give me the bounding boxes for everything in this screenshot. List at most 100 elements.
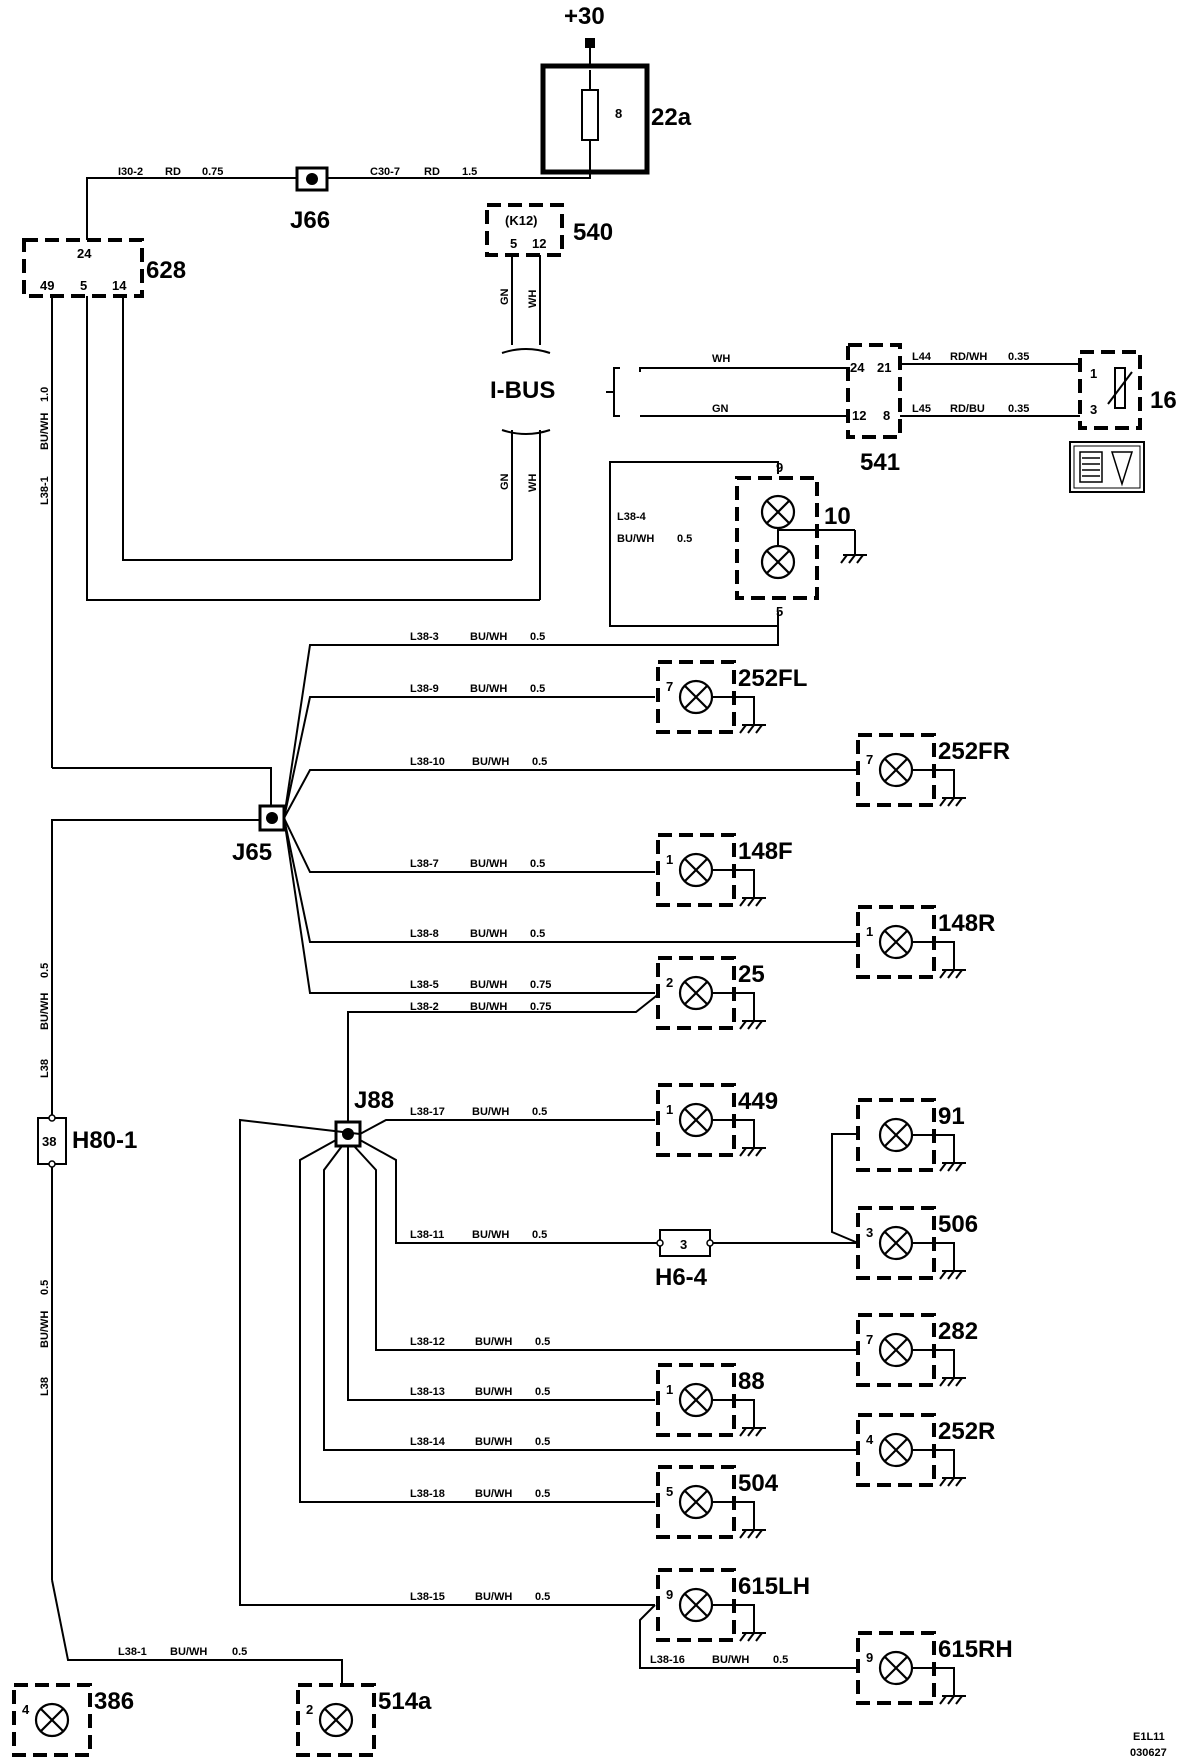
svg-text:(K12): (K12) bbox=[505, 213, 538, 228]
svg-text:L38-1: L38-1 bbox=[118, 1646, 147, 1658]
svg-text:BU/WH: BU/WH bbox=[39, 1311, 51, 1348]
svg-text:L38-3: L38-3 bbox=[410, 631, 439, 643]
svg-text:0.5: 0.5 bbox=[39, 963, 51, 978]
i-bus-label: I-BUS bbox=[490, 377, 555, 404]
pin-number: 4 bbox=[22, 1702, 30, 1717]
svg-text:GN: GN bbox=[499, 288, 511, 305]
component-label: 282 bbox=[938, 1318, 978, 1345]
pin-number: 7 bbox=[866, 1332, 873, 1347]
svg-text:49: 49 bbox=[40, 278, 54, 293]
ground-icon bbox=[739, 1417, 767, 1437]
svg-text:L38-9: L38-9 bbox=[410, 683, 439, 695]
component-label: 615RH bbox=[938, 1636, 1013, 1663]
lamp-icon bbox=[678, 679, 714, 715]
svg-text:L38-1: L38-1 bbox=[39, 476, 51, 505]
svg-text:BU/WH: BU/WH bbox=[470, 928, 507, 940]
pin-number: 7 bbox=[866, 752, 873, 767]
connector-h80-1: 38 H80-1 bbox=[37, 1114, 137, 1168]
ground-icon bbox=[739, 1622, 767, 1642]
lamp-icon bbox=[878, 1332, 914, 1368]
pin-number: 7 bbox=[666, 679, 673, 694]
svg-text:0.5: 0.5 bbox=[530, 683, 545, 695]
svg-text:L38-18: L38-18 bbox=[410, 1488, 445, 1500]
svg-text:BU/WH: BU/WH bbox=[475, 1488, 512, 1500]
pin-number: 3 bbox=[866, 1225, 873, 1240]
lamp-icon bbox=[678, 852, 714, 888]
h6-label: H6-4 bbox=[655, 1264, 708, 1291]
component-label: 252FR bbox=[938, 738, 1010, 765]
junction-j65: J65 bbox=[51, 804, 286, 1580]
svg-text:L38-12: L38-12 bbox=[410, 1336, 445, 1348]
svg-text:5: 5 bbox=[776, 604, 783, 619]
component-148r: 1 148R bbox=[856, 905, 995, 979]
fuse-label: 22a bbox=[651, 104, 692, 131]
wire-i30-color: RD bbox=[165, 166, 181, 178]
wire-c30-id: C30-7 bbox=[370, 166, 400, 178]
lamp-icon bbox=[678, 1102, 714, 1138]
supply-terminal: +30 bbox=[564, 3, 605, 70]
ground-icon bbox=[939, 1467, 967, 1487]
component-label: 148F bbox=[738, 838, 793, 865]
svg-text:L38-4: L38-4 bbox=[617, 511, 647, 523]
wire-c30-size: 1.5 bbox=[462, 166, 477, 178]
svg-text:BU/WH: BU/WH bbox=[472, 1106, 509, 1118]
svg-text:L38-5: L38-5 bbox=[410, 979, 439, 991]
fuse-22a: 8 22a bbox=[540, 63, 692, 175]
pin-number: 1 bbox=[866, 924, 873, 939]
svg-text:BU/WH: BU/WH bbox=[475, 1591, 512, 1603]
svg-text:5: 5 bbox=[510, 236, 517, 251]
fuse-pin: 8 bbox=[615, 106, 622, 121]
svg-text:5: 5 bbox=[80, 278, 87, 293]
svg-text:0.5: 0.5 bbox=[232, 1646, 247, 1658]
svg-text:WH: WH bbox=[527, 474, 539, 492]
lamp-icon bbox=[878, 1117, 914, 1153]
svg-text:RD/BU: RD/BU bbox=[950, 403, 985, 415]
svg-text:0.75: 0.75 bbox=[530, 1001, 551, 1013]
svg-text:3: 3 bbox=[680, 1237, 687, 1252]
svg-text:0.5: 0.5 bbox=[530, 858, 545, 870]
svg-text:0.5: 0.5 bbox=[532, 756, 547, 768]
svg-text:0.5: 0.5 bbox=[39, 1280, 51, 1295]
c541-label: 541 bbox=[860, 449, 900, 476]
svg-text:GN: GN bbox=[712, 403, 729, 415]
svg-text:1.0: 1.0 bbox=[39, 387, 51, 402]
j65-label: J65 bbox=[232, 839, 272, 866]
component-540: (K12) 5 12 540 bbox=[485, 203, 613, 257]
svg-text:L45: L45 bbox=[912, 403, 931, 415]
lamp-icon bbox=[878, 1225, 914, 1261]
footer-code: E1L11 bbox=[1133, 1731, 1165, 1743]
ground-icon bbox=[739, 1010, 767, 1030]
component-541: 24 21 12 8 541 bbox=[846, 343, 902, 476]
c10-label: 10 bbox=[824, 503, 851, 530]
component-label: 91 bbox=[938, 1103, 965, 1130]
component-label: 148R bbox=[938, 910, 995, 937]
ground-icon bbox=[939, 959, 967, 979]
svg-text:WH: WH bbox=[527, 290, 539, 308]
svg-text:0.5: 0.5 bbox=[530, 928, 545, 940]
sensor-symbol-icon bbox=[1069, 441, 1145, 493]
lamp-icon bbox=[878, 1432, 914, 1468]
lamp-icon bbox=[678, 1484, 714, 1520]
component-label: 25 bbox=[738, 961, 765, 988]
svg-text:12: 12 bbox=[852, 408, 866, 423]
svg-text:38: 38 bbox=[42, 1134, 56, 1149]
ground-icon bbox=[939, 1260, 967, 1280]
svg-text:0.5: 0.5 bbox=[535, 1488, 550, 1500]
component-label: 252R bbox=[938, 1418, 995, 1445]
svg-text:BU/WH: BU/WH bbox=[39, 413, 51, 450]
svg-text:BU/WH: BU/WH bbox=[475, 1436, 512, 1448]
svg-text:RD/WH: RD/WH bbox=[950, 351, 987, 363]
component-628: 24 49 5 14 628 bbox=[22, 238, 186, 298]
pin-number: 1 bbox=[666, 1102, 673, 1117]
svg-text:BU/WH: BU/WH bbox=[470, 1001, 507, 1013]
component-16: 1 3 16 bbox=[1078, 350, 1177, 430]
